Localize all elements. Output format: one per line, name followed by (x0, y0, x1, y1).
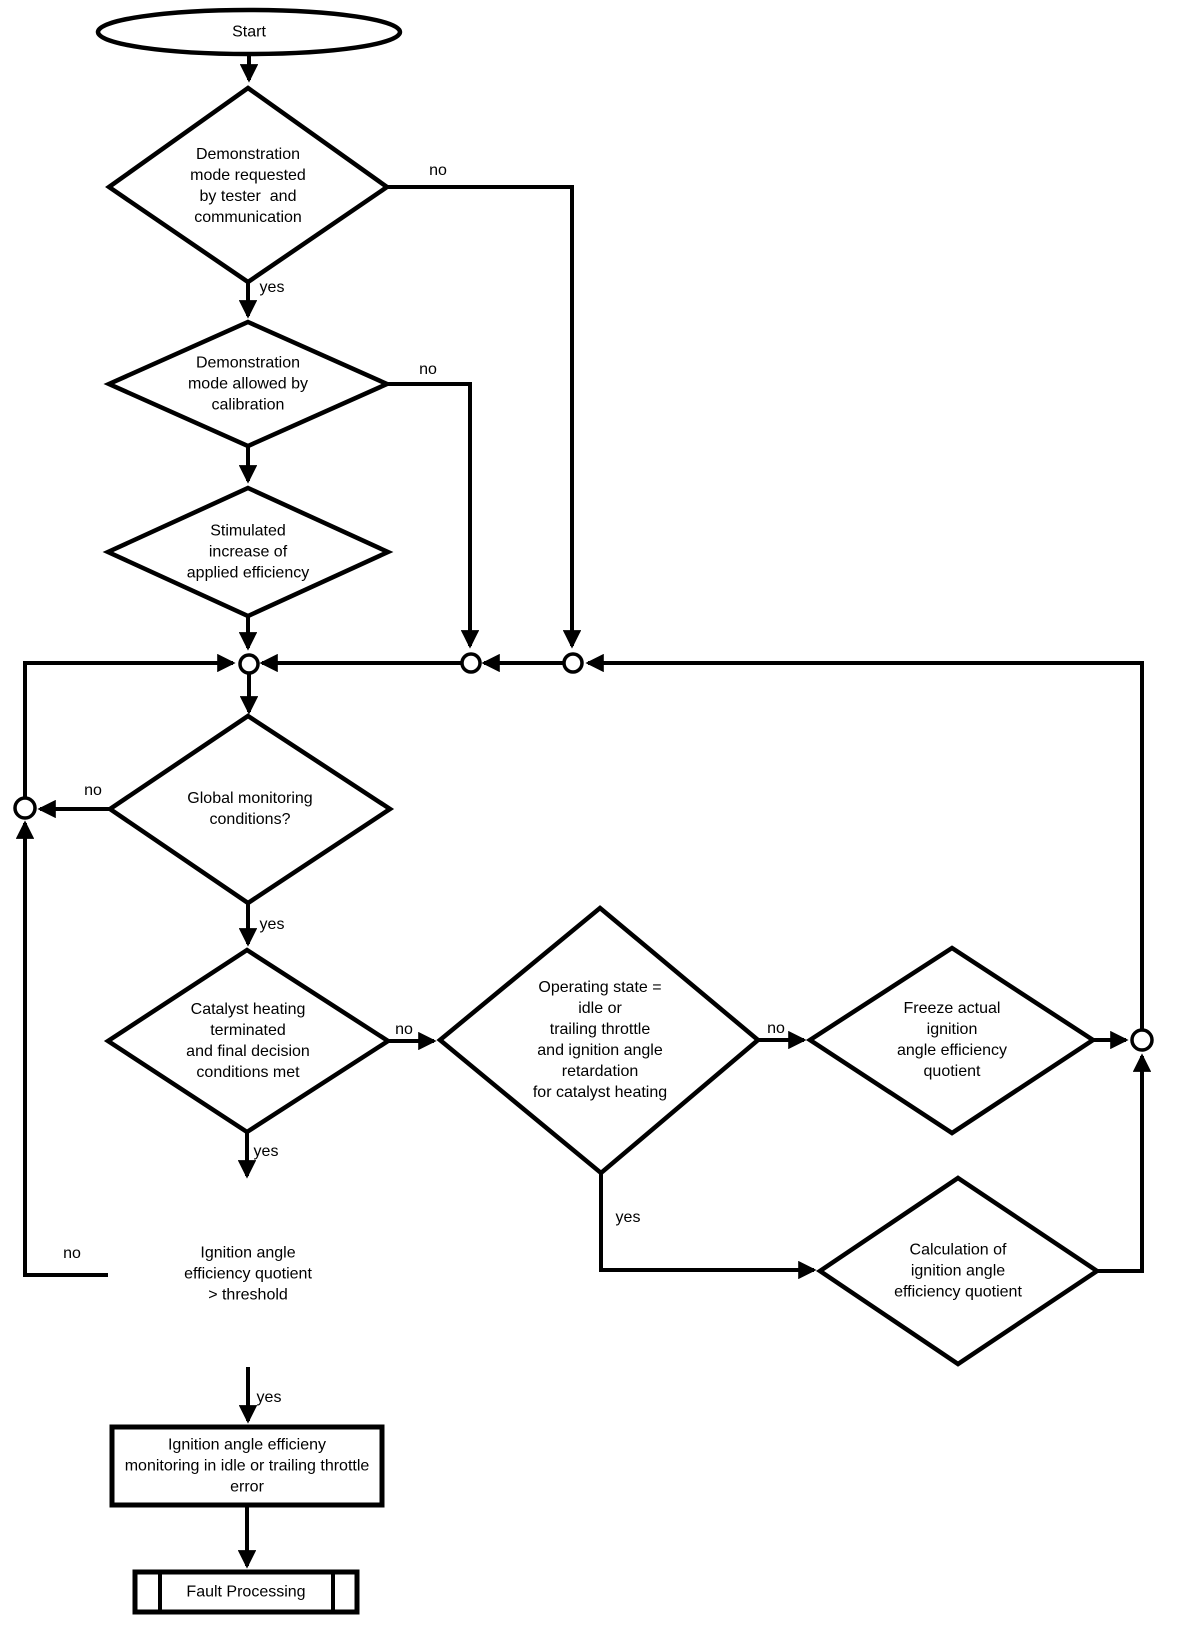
edge-junction4-to-junction3 (585, 653, 1144, 1029)
global-monitoring-label: Global monitoring conditions? (187, 790, 313, 828)
calc-quotient-decision-shape (815, 1175, 1102, 1367)
fault-processing-shape (132, 1569, 360, 1615)
global-monitoring-decision-shape (105, 713, 395, 906)
freeze-quotient-label: Freeze actual ignition angle efficiency … (897, 1000, 1007, 1080)
edge-operating-yes (599, 1173, 817, 1280)
junction-0 (13, 796, 37, 820)
edge-label-global-no: no (84, 782, 102, 799)
start-terminator-shape (95, 7, 403, 57)
catalyst-heating-decision-shape (103, 947, 393, 1135)
edge-label-demo-requested-no: no (429, 162, 447, 179)
calc-quotient-label: Calculation of ignition angle efficiency… (894, 1241, 1022, 1301)
monitoring-error-process-shape (109, 1424, 385, 1508)
stimulated-increase-label: Stimulated increase of applied efficienc… (186, 522, 310, 582)
start-label: Start (232, 23, 266, 41)
demo-requested-decision-shape (105, 85, 391, 285)
demo-allowed-decision-shape (103, 319, 393, 449)
edge-label-demo-requested-yes: yes (259, 279, 285, 296)
edge-label-catalyst-no: no (395, 1021, 413, 1038)
edge-label-operating-yes: yes (615, 1209, 641, 1226)
edge-label-demo-allowed-no: no (419, 361, 437, 378)
edge-demo-requested-no (387, 185, 582, 649)
monitoring-error-label: Ignition angle efficieny monitoring in i… (124, 1436, 370, 1496)
freeze-quotient-decision-shape (805, 945, 1098, 1136)
edge-label-operating-no: no (767, 1020, 785, 1037)
stimulated-increase-decision-shape (102, 485, 394, 619)
catalyst-heating-label: Catalyst heating terminated and final de… (186, 1001, 310, 1081)
edge-label-global-yes: yes (259, 916, 285, 933)
edge-calc-to-junction4 (1097, 1053, 1152, 1273)
fault-processing-label: Fault Processing (186, 1583, 306, 1601)
edge-demo-allowed-no (387, 382, 480, 649)
edge-junction0-to-junction1 (23, 653, 236, 797)
junction-3 (562, 652, 584, 674)
junction-2 (460, 652, 482, 674)
edge-ignition-no (15, 820, 108, 1277)
junction-1 (238, 653, 260, 675)
junction-4 (1130, 1028, 1154, 1052)
operating-state-decision-shape (436, 905, 762, 1176)
edge-label-catalyst-yes: yes (253, 1143, 279, 1160)
operating-state-label: Operating state = idle or trailing throt… (532, 979, 668, 1101)
ignition-quotient-label: Ignition angle efficiency quotient > thr… (184, 1244, 312, 1304)
demo-requested-label: Demonstration mode requested by tester a… (190, 146, 306, 226)
demo-allowed-label: Demonstration mode allowed by calibratio… (187, 354, 309, 414)
edge-label-ignition-yes: yes (256, 1389, 282, 1406)
edge-label-ignition-no: no (63, 1245, 81, 1262)
